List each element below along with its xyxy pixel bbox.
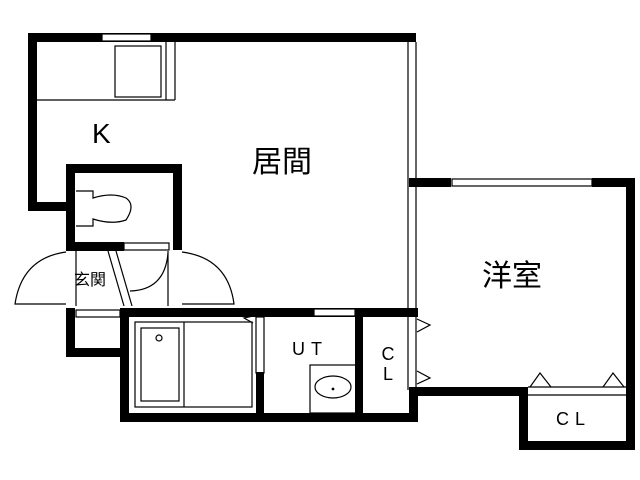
room-label-entrance: 玄関 [74, 270, 107, 289]
room-label-closet-large: CL [556, 409, 592, 429]
room-label-utility: UT [292, 339, 328, 359]
closet-small-c: C [381, 344, 395, 364]
closet-small-l: L [382, 364, 393, 384]
room-label-western-room: 洋室 [482, 259, 542, 294]
room-label-kitchen: K [92, 118, 111, 149]
room-label-closet-small: C L [378, 344, 398, 384]
room-label-living: 居間 [252, 145, 312, 180]
